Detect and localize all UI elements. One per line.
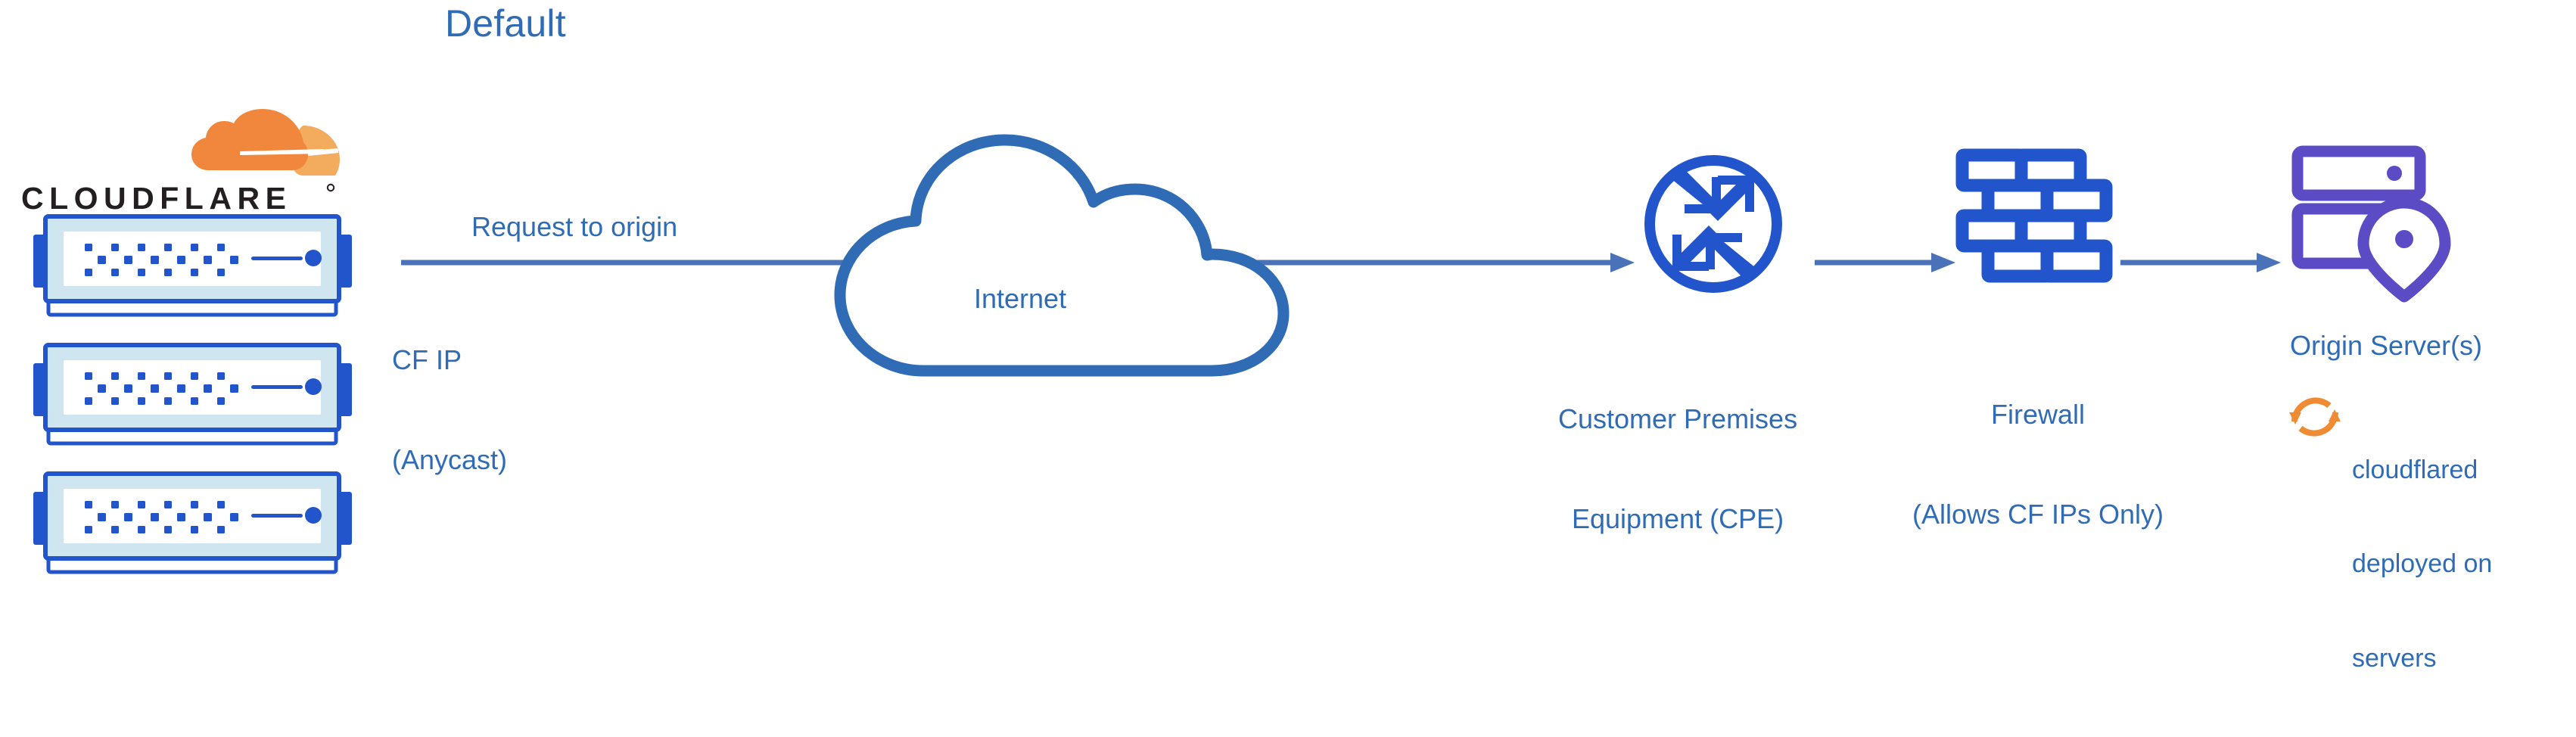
cloudflare-server-icon [32, 339, 361, 446]
cloudflared-label-line-2: deployed on [2352, 549, 2493, 579]
edge-sublabel-cf-ip: CF IP (Anycast) [392, 277, 507, 543]
cpe-label-line-1: Customer Premises [1558, 403, 1798, 434]
node-label-cpe: Customer Premises Equipment (CPE) [1558, 336, 1797, 602]
cf-ip-line-1: CF IP [392, 344, 462, 375]
svg-text:CLOUDFLARE: CLOUDFLARE [21, 181, 291, 216]
node-label-internet: Internet [974, 283, 1067, 314]
cloudflare-logo: CLOUDFLARE [20, 107, 345, 219]
node-label-firewall: Firewall (Allows CF IPs Only) [1890, 331, 2186, 597]
node-label-cloudflared: cloudflared deployed on servers [2352, 392, 2492, 737]
edge-label-request-to-origin: Request to origin [471, 211, 678, 242]
arrow-cpe-to-firewall [1815, 250, 1955, 275]
cloudflare-wordmark: CLOUDFLARE [21, 180, 339, 216]
cloudflare-server-icon [32, 468, 361, 574]
sync-arrows-icon [2285, 387, 2344, 446]
cloudflared-label-line-3: servers [2352, 643, 2437, 673]
node-label-origin-server: Origin Server(s) [2290, 330, 2483, 361]
cloud-outline-icon [823, 106, 1300, 378]
server-rack-location-pin-icon [2288, 141, 2459, 312]
firewall-label-line-2: (Allows CF IPs Only) [1912, 498, 2164, 530]
cf-ip-line-2: (Anycast) [392, 443, 508, 475]
cpe-label-line-2: Equipment (CPE) [1571, 502, 1784, 534]
arrow-firewall-to-origin [2120, 250, 2281, 275]
diagram-canvas: Default CLOUDFLARE [20, 2, 2492, 673]
cloudflared-label-line-1: cloudflared [2352, 455, 2478, 484]
firewall-label-line-1: Firewall [1990, 398, 2085, 430]
brick-wall-icon [1955, 148, 2114, 300]
cloudflare-server-icon [32, 210, 361, 317]
router-converging-arrows-icon [1639, 150, 1787, 298]
cloudflare-cloud-icon [190, 107, 341, 179]
page-title: Default [445, 2, 566, 45]
